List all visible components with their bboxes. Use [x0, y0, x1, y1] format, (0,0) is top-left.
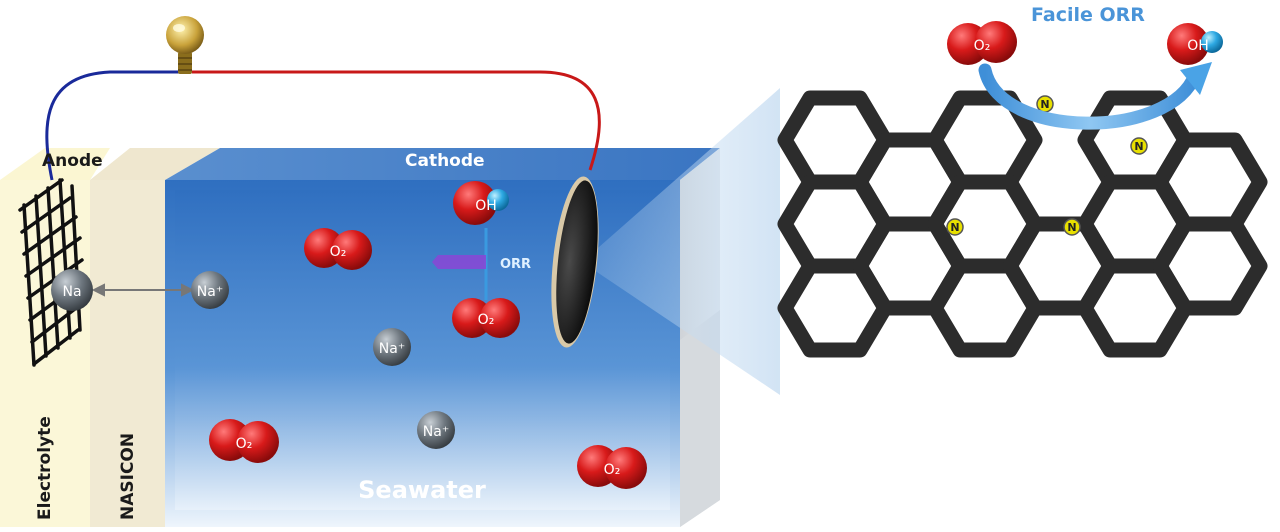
facile-orr-label: Facile ORR [1031, 4, 1145, 26]
anode-label: Anode [42, 151, 103, 171]
facile-orr-arrow [978, 63, 1202, 130]
orr-label: ORR [500, 257, 531, 272]
nitrogen-dopants: N N N N [946, 95, 1148, 236]
positive-wire [192, 70, 601, 171]
svg-text:O₂: O₂ [478, 312, 495, 328]
nitrogen-atom: N [946, 218, 964, 236]
svg-text:Na⁺: Na⁺ [423, 424, 449, 440]
seawater-label: Seawater [358, 476, 486, 504]
sodium-ion: Na⁺ [417, 411, 455, 449]
svg-text:O₂: O₂ [604, 462, 621, 478]
svg-text:O₂: O₂ [974, 38, 991, 54]
svg-text:Na⁺: Na⁺ [379, 341, 405, 357]
ion-transport-arrow [91, 283, 195, 297]
oxygen-molecule: O₂ [577, 445, 647, 489]
graphene-hexagon [1152, 132, 1268, 232]
svg-text:OH: OH [1187, 38, 1209, 54]
sodium-atom: Na [51, 269, 93, 311]
svg-text:N: N [1067, 221, 1076, 234]
sodium-ion: Na⁺ [191, 271, 229, 309]
light-bulb-icon [166, 16, 204, 74]
cathode-label: Cathode [405, 151, 485, 171]
seawater-top-face [165, 148, 720, 180]
nitrogen-atom: N [1130, 137, 1148, 155]
svg-text:O₂: O₂ [236, 436, 253, 452]
zoom-beam [582, 88, 780, 395]
nitrogen-atom: N [1036, 95, 1054, 113]
hydroxide-molecule: OH [1167, 23, 1223, 65]
orr-reaction-indicator [432, 228, 488, 300]
svg-text:OH: OH [475, 198, 497, 214]
oxygen-molecule: O₂ [947, 21, 1017, 65]
oxygen-molecule: O₂ [304, 228, 372, 270]
nitrogen-atom: N [1063, 218, 1081, 236]
negative-wire [45, 70, 180, 181]
nasicon-label: NASICON [118, 433, 138, 520]
graphene-lattice [777, 90, 1268, 358]
svg-text:N: N [950, 221, 959, 234]
oxygen-molecule: O₂ [452, 298, 520, 338]
svg-text:O₂: O₂ [330, 244, 347, 260]
sodium-ion: Na⁺ [373, 328, 411, 366]
hydroxide-molecule: OH [453, 181, 509, 225]
cathode-electrode [551, 176, 599, 348]
graphene-hexagon [1152, 216, 1268, 316]
svg-text:N: N [1040, 98, 1049, 111]
electrolyte-label: Electrolyte [35, 416, 55, 520]
svg-text:N: N [1134, 140, 1143, 153]
svg-text:Na⁺: Na⁺ [197, 284, 223, 300]
oxygen-molecule: O₂ [209, 419, 279, 463]
svg-text:Na: Na [62, 284, 81, 300]
